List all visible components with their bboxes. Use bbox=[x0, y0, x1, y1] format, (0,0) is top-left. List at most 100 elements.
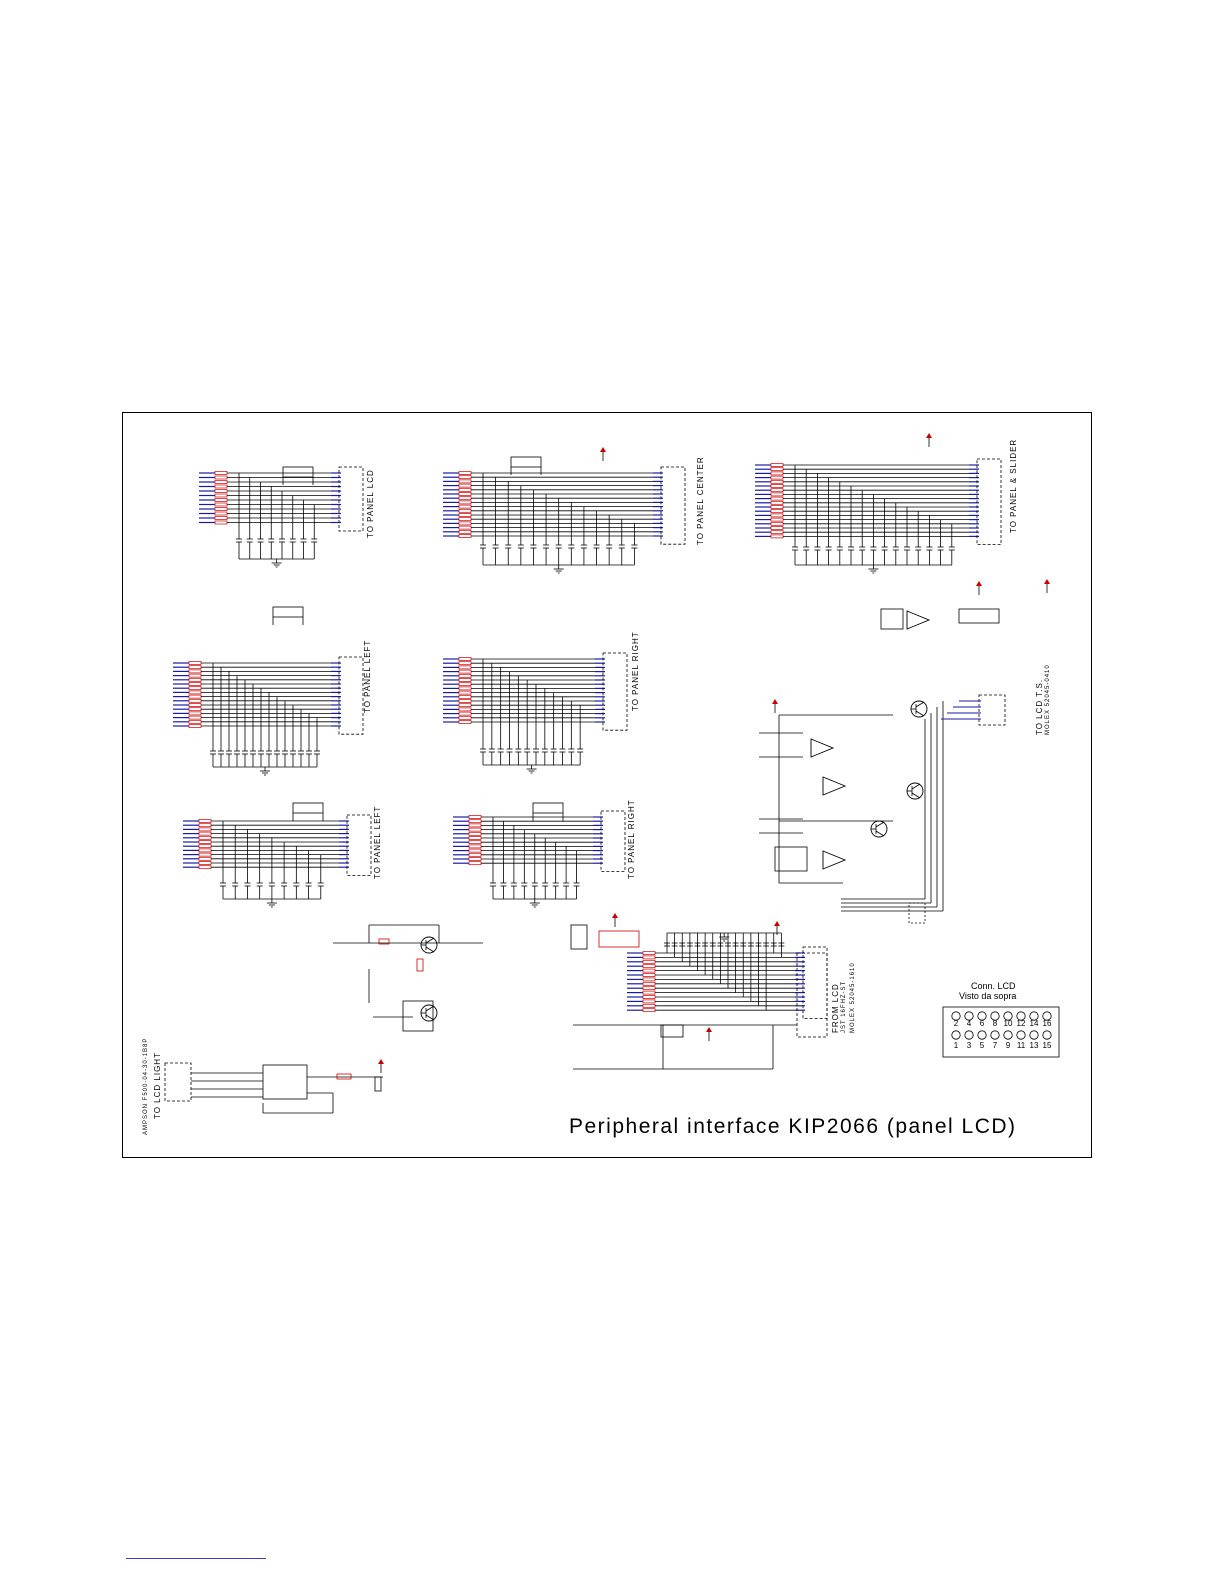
resistor bbox=[214, 520, 228, 525]
label-from-lcd-part2: MOLEX 52045-1610 bbox=[850, 962, 856, 1033]
resistor bbox=[770, 475, 784, 480]
resistor bbox=[770, 463, 784, 467]
connector-legend-subtitle: Visto da sopra bbox=[959, 991, 1017, 1001]
wire bbox=[425, 937, 435, 944]
resistor bbox=[770, 530, 784, 535]
resistor bbox=[188, 715, 202, 720]
resistor bbox=[458, 694, 472, 699]
box bbox=[532, 802, 564, 814]
buffer-symbol bbox=[810, 738, 835, 758]
box bbox=[660, 1024, 684, 1038]
resistor bbox=[188, 665, 202, 670]
label-lcd-ts-part: MOLEX 52045-0410 bbox=[1045, 664, 1051, 735]
resistor bbox=[198, 865, 212, 870]
pin-circle bbox=[964, 1011, 974, 1021]
label-lcd-light-part: AMPSON F500-04-30-1B8P bbox=[143, 1037, 149, 1135]
resistor bbox=[458, 529, 472, 534]
resistor bbox=[188, 724, 202, 728]
pin-number-top: 4 bbox=[967, 1019, 972, 1028]
resistor bbox=[198, 840, 212, 844]
resistor bbox=[770, 471, 784, 476]
supply-arrow bbox=[772, 699, 778, 704]
supply-arrow bbox=[612, 913, 618, 918]
resistor bbox=[468, 827, 482, 832]
resistor bbox=[468, 836, 482, 840]
supply-arrow bbox=[1044, 579, 1050, 584]
label-to-panel-slider: TO PANEL & SLIDER bbox=[1009, 438, 1018, 533]
box bbox=[570, 924, 588, 950]
resistor bbox=[458, 534, 472, 538]
resistor bbox=[214, 511, 228, 516]
box bbox=[282, 466, 314, 478]
box bbox=[660, 466, 686, 545]
resistor bbox=[214, 502, 228, 507]
resistor bbox=[458, 682, 472, 687]
box bbox=[774, 846, 808, 872]
box bbox=[378, 938, 390, 945]
box bbox=[510, 456, 542, 468]
resistor bbox=[468, 831, 482, 836]
resistor bbox=[642, 955, 656, 960]
pin-circle bbox=[977, 1011, 987, 1021]
resistor bbox=[770, 534, 784, 539]
supply-arrow bbox=[706, 1027, 712, 1032]
pin-number-bottom: 7 bbox=[993, 1041, 998, 1050]
pin-number-top: 10 bbox=[1004, 1019, 1013, 1028]
resistor bbox=[198, 827, 212, 832]
resistor bbox=[642, 986, 656, 991]
box bbox=[346, 814, 372, 876]
pin-number-bottom: 3 bbox=[967, 1041, 972, 1050]
resistor bbox=[642, 959, 656, 964]
pin-circle bbox=[1016, 1030, 1026, 1040]
resistor bbox=[458, 661, 472, 666]
resistor bbox=[458, 703, 472, 708]
pin-number-bottom: 13 bbox=[1030, 1041, 1039, 1050]
pin-circle bbox=[951, 1011, 961, 1021]
resistor bbox=[458, 665, 472, 670]
box bbox=[908, 902, 926, 924]
pin-number-top: 6 bbox=[980, 1019, 985, 1028]
resistor bbox=[214, 471, 228, 475]
resistor bbox=[642, 951, 656, 955]
pin-number-bottom: 1 bbox=[954, 1041, 959, 1050]
resistor bbox=[468, 852, 482, 857]
resistor bbox=[458, 483, 472, 488]
box bbox=[272, 606, 304, 618]
label-to-lcd-light: TO LCD LIGHT bbox=[153, 1052, 162, 1119]
pin-number-bottom: 11 bbox=[1017, 1041, 1026, 1050]
resistor bbox=[188, 698, 202, 703]
pin-number-bottom: 5 bbox=[980, 1041, 985, 1050]
pin-circle bbox=[990, 1011, 1000, 1021]
resistor bbox=[468, 819, 482, 824]
resistor bbox=[214, 475, 228, 480]
resistor bbox=[458, 496, 472, 501]
resistor bbox=[198, 852, 212, 857]
resistor bbox=[188, 711, 202, 716]
pin-number-bottom: 9 bbox=[1006, 1041, 1011, 1050]
resistor bbox=[642, 1008, 656, 1013]
resistor bbox=[458, 513, 472, 517]
resistor bbox=[458, 711, 472, 716]
box bbox=[796, 952, 828, 1038]
pin-number-bottom: 15 bbox=[1043, 1041, 1052, 1050]
resistor bbox=[188, 686, 202, 691]
pin-circle bbox=[1003, 1030, 1013, 1040]
resistor bbox=[458, 475, 472, 480]
resistor bbox=[214, 516, 228, 520]
supply-arrow bbox=[378, 1059, 384, 1064]
resistor bbox=[458, 487, 472, 492]
resistor bbox=[770, 521, 784, 526]
footer-link-underline bbox=[126, 1558, 266, 1559]
wire bbox=[911, 783, 921, 790]
resistor bbox=[458, 690, 472, 695]
resistor bbox=[198, 823, 212, 828]
resistor bbox=[458, 517, 472, 522]
resistor bbox=[642, 1003, 656, 1008]
wire bbox=[875, 821, 885, 828]
resistor bbox=[458, 669, 472, 674]
box bbox=[338, 466, 364, 532]
resistor bbox=[770, 526, 784, 530]
resistor bbox=[214, 498, 228, 502]
resistor bbox=[468, 815, 482, 819]
